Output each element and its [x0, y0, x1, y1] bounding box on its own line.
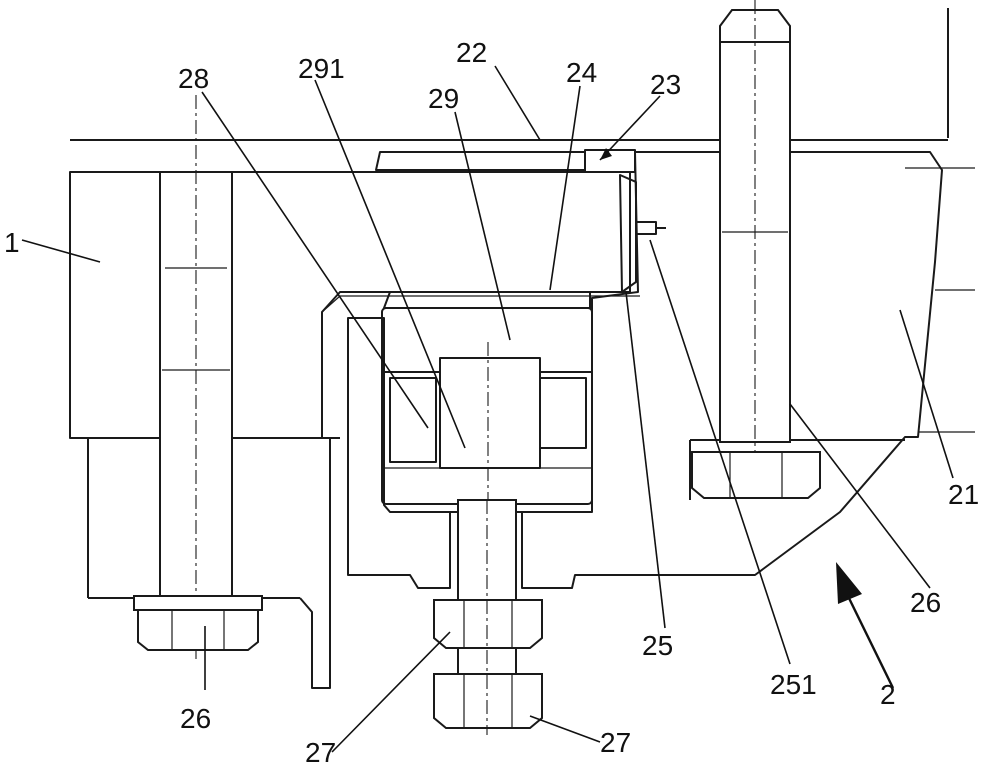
component-22-top-shim — [375, 151, 586, 171]
callout-labels: 1 28 291 29 22 24 23 21 26 25 251 2 26 2… — [4, 37, 979, 768]
component-23-end-cap — [584, 149, 636, 173]
label-23: 23 — [650, 69, 681, 100]
label-1: 1 — [4, 227, 20, 258]
arrow-2-direction — [836, 562, 895, 689]
component-25-side-plate — [619, 174, 666, 293]
component-21-housing — [321, 151, 975, 589]
label-291: 291 — [298, 53, 345, 84]
label-21: 21 — [948, 479, 979, 510]
label-26-left: 26 — [180, 703, 211, 734]
leader-lines — [21, 65, 954, 753]
label-25: 25 — [642, 630, 673, 661]
label-251: 251 — [770, 669, 817, 700]
label-27-upper: 27 — [305, 737, 336, 768]
label-28: 28 — [178, 63, 209, 94]
component-24-strip — [383, 291, 591, 309]
component-28-coil — [389, 377, 587, 463]
label-24: 24 — [566, 57, 597, 88]
bolt-26-right — [691, 0, 821, 499]
label-26-right: 26 — [910, 587, 941, 618]
bolt-27-adjust-screw — [433, 499, 543, 735]
label-22: 22 — [456, 37, 487, 68]
label-29: 29 — [428, 83, 459, 114]
bolt-26-left — [133, 95, 263, 660]
label-27-lower: 27 — [600, 727, 631, 758]
label-2: 2 — [880, 679, 896, 710]
